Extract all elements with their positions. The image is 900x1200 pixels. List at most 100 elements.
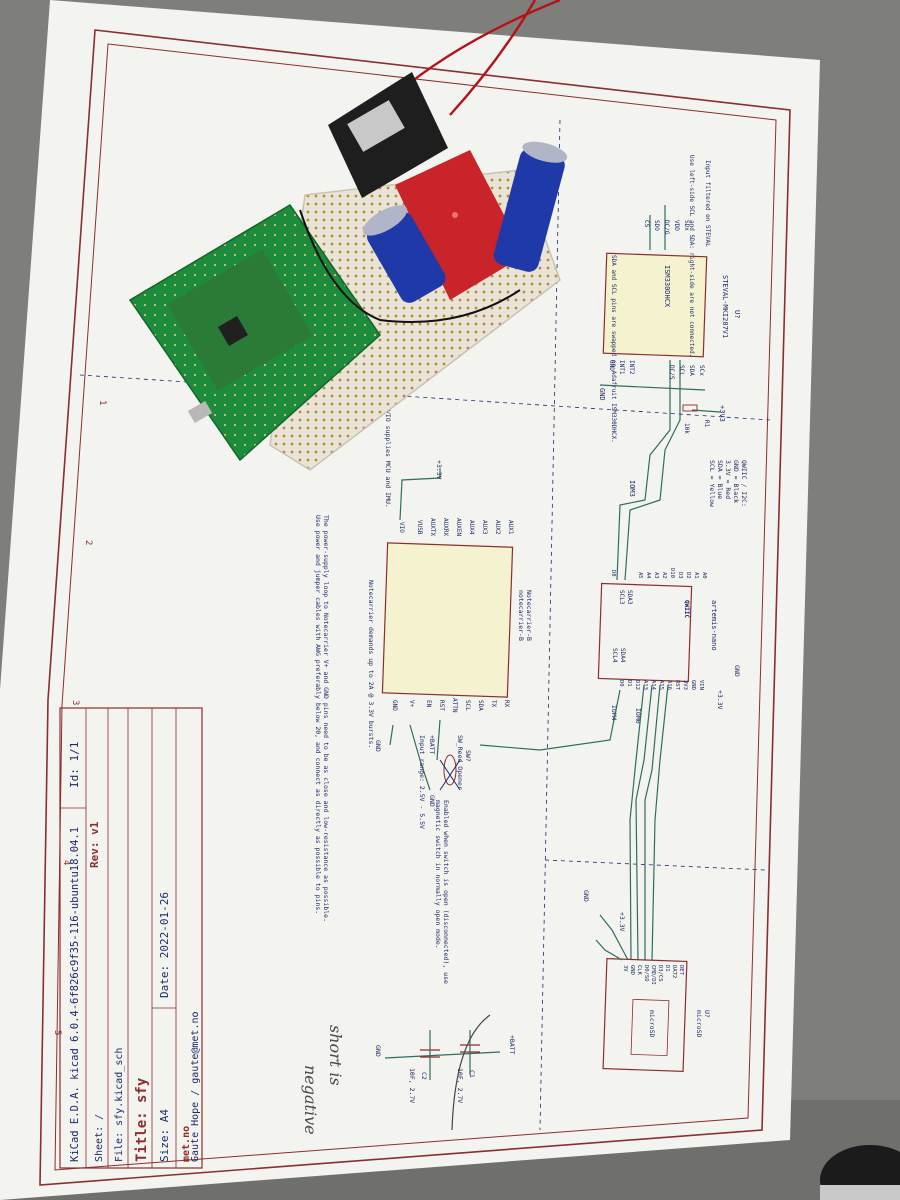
microsd-value: microSD	[695, 1010, 703, 1037]
qwiic-note: QWIIC / I2C: GND = Black 3.3V = Red SDA …	[708, 460, 748, 507]
title-company: met.no	[181, 1126, 192, 1162]
notecarrier-section: Notecarrier-B notecarrier-B AUX1 AUX2 AU…	[314, 410, 533, 922]
cap-c1-ref: C1	[468, 1070, 476, 1078]
imu-pin: CS	[643, 220, 650, 228]
imu-ref: U?	[733, 310, 741, 318]
imu-pin: DC/G	[663, 220, 670, 235]
notecarrier-value: notecarrier-B	[517, 590, 525, 641]
artemis-pin: RST	[674, 680, 680, 691]
imu-note-lines: Use left-side SCL and SDA: right-side ar…	[688, 155, 695, 357]
title-rev: Rev: v1	[88, 821, 101, 868]
notecarrier-component	[381, 542, 514, 698]
notecarrier-pin: TX	[490, 700, 497, 708]
handwritten-line2: negative	[301, 1065, 320, 1135]
imu-section: ISM330DHCX U? STEVAL-MKI207V1 SCx SDA SC…	[598, 155, 741, 581]
grid-number: 1	[97, 400, 107, 405]
capacitor-right	[493, 141, 568, 272]
notecarrier-pin: AUXRX	[442, 518, 449, 536]
input-range: Input range: 2.5V - 5.5V	[418, 735, 426, 829]
imu-power: +3V3	[718, 405, 726, 422]
artemis-pin: D10	[669, 568, 675, 578]
artemis-pin: D1	[626, 680, 632, 687]
microsd-section: microSD U? microSD DET DAT2 D1 D3/CS CMD…	[582, 890, 711, 1072]
reed-note: Enabled when switch is open (disconnecte…	[434, 800, 450, 984]
burst-note: Notecarrier demands up to 2A @ 3.3V burs…	[367, 580, 375, 748]
artemis-scl4: SCL4	[611, 648, 618, 663]
reed-section: SW? SW_Reed_Opener GND Enabled when swit…	[428, 735, 472, 984]
imu-pin: SCx	[698, 365, 705, 376]
sd-card-slot	[347, 100, 405, 152]
artemis-pin: A3	[653, 572, 659, 579]
microsd-pin: D0/SO	[643, 965, 649, 982]
microsd-pin: D3/CS	[657, 965, 663, 982]
artemis-qwiic: QWIIC	[683, 600, 690, 618]
red-cable	[449, 0, 537, 116]
reed-switch-symbol	[443, 754, 457, 786]
flashlight-object	[820, 1145, 900, 1200]
black-wire	[299, 209, 521, 323]
notecarrier-pin: SDA	[477, 700, 484, 711]
microsd-pin: DET	[678, 965, 684, 976]
grid-number: 2	[83, 540, 93, 545]
microsd-component	[602, 958, 688, 1072]
vio-note: VIO supplies MCU and IMU.	[384, 410, 392, 508]
title-kicad: KiCad E.D.A. kicad 6.0.4-6f826c9f35-116-…	[69, 827, 81, 1162]
notecarrier-pin: RX	[503, 700, 510, 708]
imu-resistor-ref: R1	[703, 420, 710, 428]
artemis-section: artemis-nano QWIIC SDA3 SCL3 SDA4 SCL4 A…	[479, 568, 741, 961]
artemis-pin: 3V3	[682, 680, 688, 690]
microsd-pin: DAT2	[671, 965, 677, 978]
handwritten-arc	[451, 1014, 491, 1131]
microsd-pin: CLK	[636, 965, 642, 976]
artemis-pin: A2	[661, 572, 667, 579]
title-file: File: sfy.kicad_sch	[114, 1048, 125, 1162]
microsd-label: microSD	[648, 1010, 656, 1037]
red-breakout-board	[395, 150, 525, 300]
artemis-pin: A13	[642, 680, 648, 690]
imu-pin: VDD	[673, 220, 680, 231]
notecarrier-pin: GND	[391, 700, 398, 711]
artemis-pin: D8	[610, 570, 616, 577]
artemis-pin: VIN	[698, 680, 704, 690]
artemis-sda4: SDA4	[619, 648, 626, 663]
imu-pin: GND	[608, 360, 615, 371]
imu-pin: INT2	[628, 360, 635, 375]
zone-line-v1	[539, 119, 561, 1131]
artemis-pin: A0	[701, 572, 707, 579]
microsd-pin: CMD/DI	[650, 965, 656, 985]
reed-cross	[439, 759, 461, 791]
artemis-pin: D12	[634, 680, 640, 690]
notecarrier-pin: AUX3	[481, 520, 488, 535]
notecarrier-pin: SCL	[464, 700, 471, 711]
microsd-ref: U?	[703, 1010, 711, 1018]
microsd-gnd: GND	[582, 890, 590, 902]
qwiic-line: GND = Black	[732, 460, 740, 503]
imu-note-pins: SDA and SCL pins are swapped on Adafruit…	[610, 255, 617, 443]
imu-pin: SDO	[653, 220, 660, 231]
iom0-label: IOM0	[634, 708, 642, 724]
notecarrier-pin: AUXTX	[429, 518, 436, 536]
grid-number: 3	[70, 700, 80, 705]
artemis-pin: D2	[685, 572, 691, 579]
title-date: Date: 2022-01-26	[158, 892, 171, 998]
title-title: Title: sfy	[134, 1077, 150, 1162]
reed-ref: SW?	[464, 750, 472, 762]
title-size: Size: A4	[158, 1109, 171, 1162]
imu-gnd: GND	[598, 388, 606, 401]
drawing-frame-inner	[54, 43, 777, 1171]
usb-connector	[187, 400, 213, 424]
artemis-pin: A4	[645, 572, 651, 579]
notecarrier-power: +3.3V	[435, 460, 443, 480]
artemis-sda3: SDA3	[626, 590, 633, 605]
artemis-power: +3.3V	[716, 690, 724, 710]
title-id: Id: 1/1	[68, 742, 81, 788]
microsd-pin: 3V	[622, 965, 628, 972]
hardware-assembly	[128, 0, 568, 471]
resistor-symbol	[682, 404, 698, 412]
qwiic-title: QWIIC / I2C:	[740, 460, 748, 507]
notecarrier-pin: EN	[425, 700, 432, 708]
imu-chip: ISM330DHCX	[663, 265, 671, 308]
notecarrier-pin: V+	[408, 700, 415, 708]
microsd-pin: D1	[664, 965, 670, 972]
